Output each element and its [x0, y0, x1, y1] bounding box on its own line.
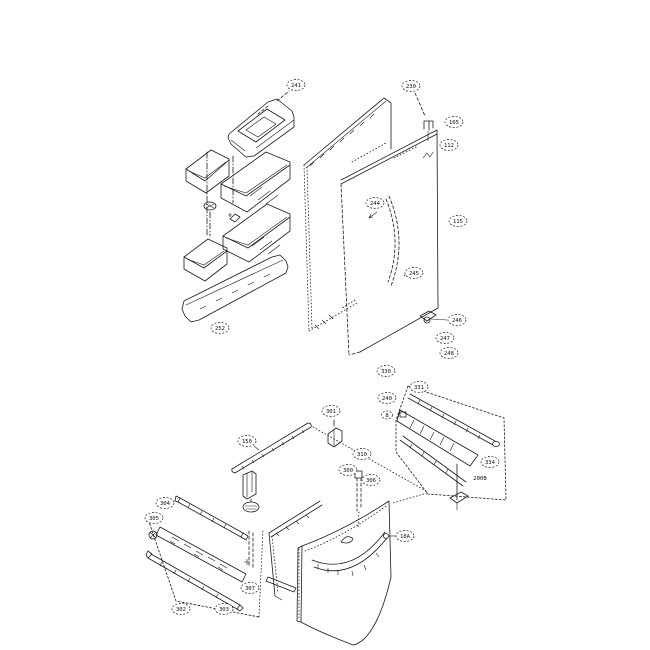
dairy-bin — [227, 90, 295, 158]
callout-330: 330 — [376, 365, 396, 377]
callout-105: 105 — [444, 116, 464, 128]
callout-305: 305 — [144, 512, 164, 524]
top-hinge-bracket — [414, 92, 434, 141]
callout-4 — [148, 530, 158, 540]
callouts-layer: 241 230 105 112 115 244 245 246 247 248 252 150 301 3… — [144, 79, 500, 615]
callout-230: 230 — [401, 80, 421, 92]
svg-text:300: 300 — [343, 468, 353, 474]
svg-text:252: 252 — [215, 326, 225, 332]
lower-left-envelope — [146, 515, 264, 618]
drawer-front-panel — [296, 500, 397, 646]
cap-part — [203, 201, 217, 211]
drawer-grille-left — [155, 526, 247, 583]
svg-text:150: 150 — [242, 439, 252, 445]
callout-115: 115 — [448, 215, 468, 227]
callout-150: 150 — [237, 435, 257, 447]
door-basket-small-upper — [185, 149, 230, 194]
front-panel-axis — [354, 470, 428, 529]
bottle-tray — [181, 254, 289, 323]
svg-text:302: 302 — [176, 607, 186, 613]
callout-246: 246 — [447, 314, 467, 326]
svg-text:105: 105 — [449, 120, 459, 126]
svg-text:18A: 18A — [400, 534, 411, 540]
svg-text:331: 331 — [414, 385, 424, 391]
svg-text:230: 230 — [406, 84, 416, 90]
svg-text:115: 115 — [453, 219, 463, 225]
callout-18A: 18A — [395, 530, 415, 542]
callout-arrows — [368, 211, 410, 277]
callout-301: 301 — [321, 405, 341, 417]
door-liner-panel — [303, 97, 392, 332]
svg-text:310: 310 — [357, 452, 367, 458]
callout-112: 112 — [439, 139, 459, 151]
callout-306: 306 — [361, 474, 381, 486]
handle-rod — [231, 422, 312, 474]
center-bracket — [327, 419, 343, 448]
callout-300: 300 — [338, 464, 358, 476]
rod-assembly-guide — [312, 426, 427, 492]
svg-text:241: 241 — [291, 83, 301, 89]
svg-text:304: 304 — [160, 501, 171, 507]
door-basket-small-lower — [183, 238, 228, 282]
callout-302: 302 — [171, 603, 191, 615]
svg-text:303: 303 — [219, 607, 229, 613]
svg-text:301: 301 — [326, 409, 336, 415]
basket-assembly-axes — [206, 151, 234, 237]
drawer-basket-right — [396, 409, 479, 467]
callout-303: 303 — [214, 603, 234, 615]
callout-248: 248 — [439, 347, 459, 359]
callout-304: 304 — [155, 497, 175, 509]
svg-text:248: 248 — [444, 351, 455, 357]
callout-252: 252 — [210, 322, 230, 334]
callout-241: 241 — [286, 79, 306, 91]
drawer-rail-left-upper — [174, 495, 249, 541]
callout-245: 245 — [404, 267, 424, 279]
callout-310: 310 — [352, 448, 372, 460]
rail-extension — [244, 530, 297, 593]
svg-text:245: 245 — [409, 271, 419, 277]
drawer-rail-envelope — [395, 385, 507, 501]
drawer-inner-panel — [268, 500, 323, 601]
svg-text:244: 244 — [370, 201, 381, 207]
svg-text:334: 334 — [485, 460, 496, 466]
svg-text:330: 330 — [381, 369, 391, 375]
svg-text:306: 306 — [366, 478, 376, 484]
svg-text:305: 305 — [149, 516, 159, 522]
callout-244: 244 — [365, 197, 385, 209]
svg-text:200B: 200B — [473, 476, 487, 482]
callout-307: 307 — [240, 582, 260, 594]
door-basket-wide-upper — [220, 151, 291, 213]
drawer-rail-right-upper — [407, 393, 500, 447]
door-outer-panel — [340, 129, 439, 356]
door-basket-wide-lower — [222, 203, 291, 263]
svg-text:246: 246 — [452, 318, 462, 324]
svg-text:307: 307 — [245, 586, 255, 592]
callout-334: 334 — [480, 456, 500, 468]
svg-text:112: 112 — [444, 143, 454, 149]
svg-text:8: 8 — [385, 413, 389, 419]
svg-text:247: 247 — [440, 336, 450, 342]
drawer-rail-right-lower — [399, 435, 467, 487]
drawer-rail-left-lower — [145, 550, 244, 612]
callout-8: 8 — [381, 410, 393, 420]
callout-331: 331 — [409, 381, 429, 393]
callout-247: 247 — [435, 332, 455, 344]
mount-bracket — [242, 470, 257, 500]
grommet-cap — [242, 498, 260, 513]
svg-text:240: 240 — [382, 396, 392, 402]
callout-240: 240 — [377, 392, 397, 404]
support-bracket — [449, 463, 469, 510]
clip-part — [228, 213, 241, 223]
callout-200B: 200B — [473, 476, 487, 482]
